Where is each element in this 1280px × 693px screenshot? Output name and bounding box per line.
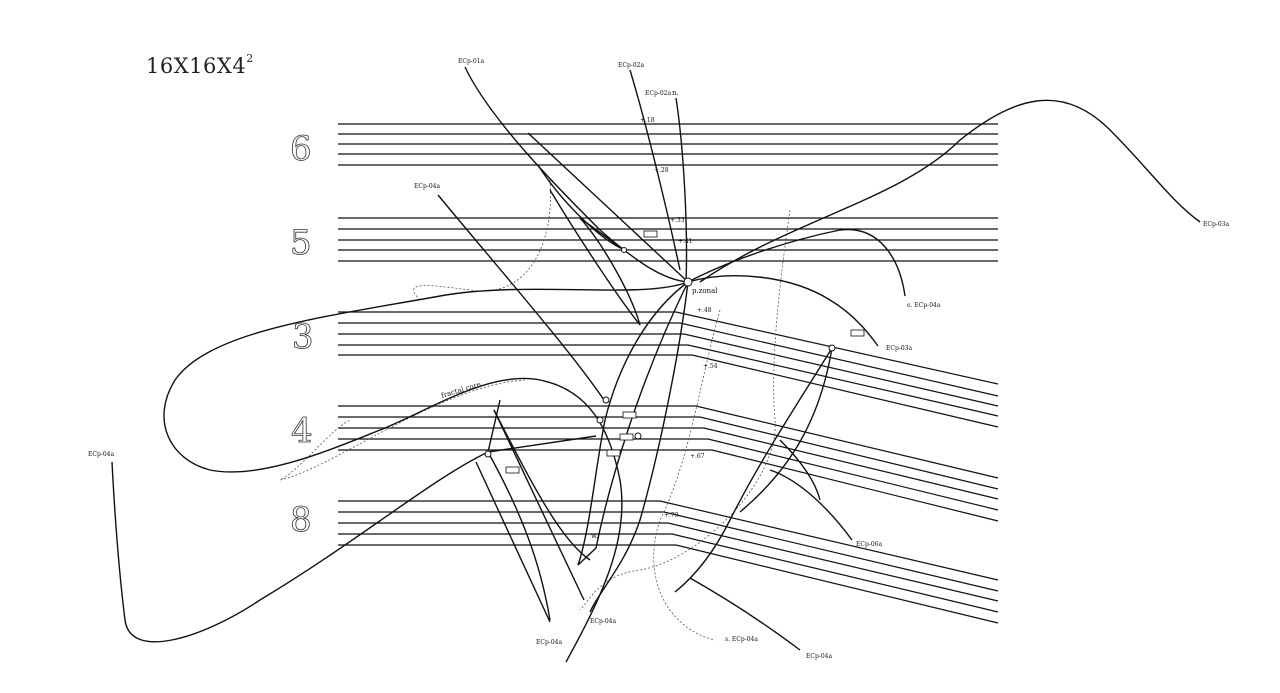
- label-far-left: ECp-04a: [88, 451, 114, 458]
- label-right-far: ECp-03a: [1203, 221, 1229, 228]
- label-bottom4: ECp-04a: [806, 653, 832, 660]
- title-main: 16X16X4: [146, 54, 247, 78]
- staff-8: [338, 500, 999, 624]
- marker: +.54: [703, 363, 718, 370]
- marker: +.18: [640, 117, 655, 124]
- markers: +.18 +.28 +.33 +.41 +.48 +.54 +.67 +.79: [640, 117, 718, 519]
- label-p-zonal: p.zonal: [692, 287, 718, 295]
- tiny-box: [622, 411, 637, 419]
- staff-number-3: 3: [292, 317, 314, 357]
- label-top3: ECp-02a: [645, 90, 671, 97]
- node-circle: [596, 416, 604, 424]
- label-right-mid: ECp-03a: [886, 345, 912, 352]
- tiny-box: [505, 466, 520, 474]
- staff-number-6: 6: [290, 129, 312, 169]
- node-circle: [634, 432, 642, 440]
- marker: +.33: [670, 217, 685, 224]
- staff-number-5: 5: [290, 223, 312, 263]
- label-top3-n: n.: [672, 89, 679, 97]
- label-w: w.: [591, 532, 598, 540]
- tiny-box: [606, 449, 621, 457]
- node-circles: [484, 247, 836, 458]
- node-circle: [683, 277, 693, 287]
- label-right-e: e. ECp-04a: [907, 302, 941, 309]
- label-bottom3: s. ECp-04a: [725, 636, 758, 643]
- marker: +.28: [654, 167, 669, 174]
- voice-labels: ECp-01a ECp-02a ECp-02a n. ECp-04a ECp-0…: [88, 58, 1229, 660]
- label-left-mid: ECp-04a: [414, 183, 440, 190]
- tiny-box: [619, 433, 634, 441]
- node-circle: [602, 396, 610, 404]
- marker: +.67: [690, 453, 705, 460]
- voice-lines: [111, 66, 1201, 663]
- label-top2: ECp-02a: [618, 62, 644, 69]
- staff-number-8: 8: [290, 500, 312, 540]
- label-fractal: fractal core: [440, 380, 482, 400]
- tiny-box: [643, 230, 658, 238]
- node-circle: [484, 450, 492, 458]
- label-top1: ECp-01a: [458, 58, 484, 65]
- node-circle: [828, 344, 836, 352]
- label-bottom2: ECp-04a: [590, 618, 616, 625]
- staff-5: [338, 217, 998, 262]
- node-circle: [621, 247, 627, 253]
- tiny-box: [850, 329, 865, 337]
- staff-3: [338, 311, 999, 428]
- label-bottom-right: ECp-06a: [856, 541, 882, 548]
- label-bottom1: ECp-04a: [536, 639, 562, 646]
- marker: +.41: [678, 238, 693, 245]
- marker: +.79: [664, 512, 679, 519]
- title-exponent: 2: [246, 52, 254, 65]
- tiny-boxes: [505, 230, 865, 474]
- staff-number-4: 4: [291, 411, 313, 451]
- marker: +.48: [697, 307, 712, 314]
- staff-6: [338, 123, 998, 166]
- staff-4: [338, 405, 999, 522]
- diagram-title: 16X16X42: [146, 52, 254, 78]
